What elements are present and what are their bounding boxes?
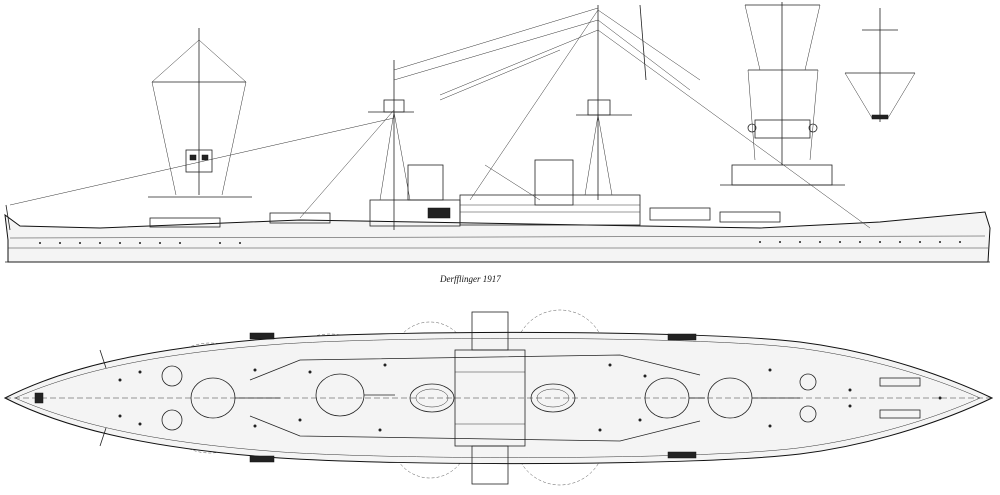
turret-d <box>719 211 781 223</box>
plan-forward-funnel <box>409 383 455 413</box>
turret-b <box>269 212 331 224</box>
mainmast <box>576 4 647 200</box>
aft-funnel <box>534 159 574 206</box>
forward-funnel <box>407 164 444 201</box>
profile-portholes <box>39 241 961 244</box>
mainmast-front-view <box>720 2 845 186</box>
plan-view <box>3 309 994 486</box>
turret-a <box>149 217 221 228</box>
plan-turrets <box>190 373 800 419</box>
aft-topmast-view <box>844 8 916 122</box>
drawing-caption: Derfflinger 1917 <box>440 274 501 284</box>
rigging <box>9 7 871 229</box>
foremast <box>368 60 414 230</box>
midship-superstructure <box>459 194 641 226</box>
plan-aft-funnel <box>530 383 576 413</box>
turret-c <box>649 207 711 221</box>
foremast-front-view <box>148 28 252 198</box>
plan-deck-fittings <box>118 363 942 432</box>
profile-view <box>4 4 991 263</box>
